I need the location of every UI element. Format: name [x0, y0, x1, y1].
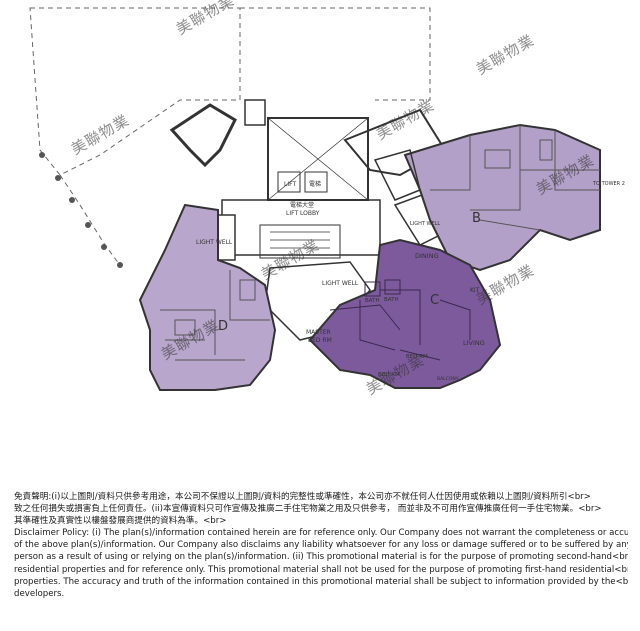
master-bed-label: MASTER	[306, 329, 331, 336]
light-well-label-3: LIGHT WELL	[410, 221, 440, 227]
unit-d-label: D	[218, 319, 228, 334]
plan-labels: LIFT 電梯 電梯大堂 LIFT LOBBY LIGHT WELL LIGHT…	[196, 180, 625, 382]
disclaimer-line: developers.	[14, 588, 65, 599]
kit-label: KIT	[470, 287, 480, 294]
unit-a-partial	[373, 149, 421, 201]
watermark: 美聯物業	[373, 96, 437, 144]
unit-b	[403, 123, 601, 272]
watermark: 美聯物業	[173, 0, 237, 38]
unit-c-label: C	[430, 293, 439, 308]
bath-label-1: BATH	[365, 298, 380, 304]
bath-label-2: BATH	[384, 297, 399, 303]
disclaimer-line: person as a result of using or relying o…	[14, 552, 628, 563]
unit-b-label: B	[472, 211, 481, 226]
watermark: 美聯物業	[473, 31, 537, 79]
light-well-label: LIGHT WELL	[196, 239, 233, 246]
floor-plan: LIFT 電梯 電梯大堂 LIFT LOBBY LIGHT WELL LIGHT…	[29, 0, 625, 398]
dining-label: DINING	[415, 252, 439, 260]
column-dots	[39, 152, 123, 268]
disclaimer-line: residential properties and for reference…	[14, 564, 628, 575]
disclaimer-line: of the above plan(s)/information. Our Co…	[14, 540, 628, 551]
living-label: LIVING	[463, 339, 485, 347]
unit-c	[308, 238, 502, 389]
disclaimer-line: 致之任何損失或損害負上任何責任。(ii)本宣傳資料只可作宣傳及推廣二手住宅物業之…	[14, 504, 602, 515]
unit-d	[138, 203, 277, 391]
lift-label: LIFT	[284, 181, 296, 188]
lift-lobby-label: LIFT LOBBY	[286, 210, 320, 217]
disclaimer-line: Disclaimer Policy: (i) The plan(s)/infor…	[14, 528, 628, 539]
master-bed-label-2: BED RM	[308, 337, 332, 344]
to-tower-label: TO TOWER 2	[592, 181, 625, 187]
bed-rm-label-2: BED RM	[406, 354, 428, 360]
lift-lobby-zh-label: 電梯大堂	[290, 201, 314, 209]
light-well-label-2: LIGHT WELL	[322, 280, 359, 287]
bed-rm-label-1: BED RM	[378, 372, 400, 378]
watermark: 美聯物業	[68, 111, 132, 159]
disclaimer-text: 免責聲明:(i)以上圖則/資料只供參考用途，本公司不保證以上圖則/資料的完整性或…	[14, 491, 628, 600]
disclaimer-line: 其準確性及真實性以樓盤發展商提供的資料為準。<br>	[14, 516, 227, 527]
balcony-label: BALCONY	[437, 376, 459, 382]
lift-zh-label: 電梯	[309, 180, 321, 188]
disclaimer-line: properties. The accuracy and truth of th…	[14, 576, 628, 587]
disclaimer-line: 免責聲明:(i)以上圖則/資料只供參考用途，本公司不保證以上圖則/資料的完整性或…	[14, 492, 591, 502]
canopy-outline	[29, 7, 431, 266]
